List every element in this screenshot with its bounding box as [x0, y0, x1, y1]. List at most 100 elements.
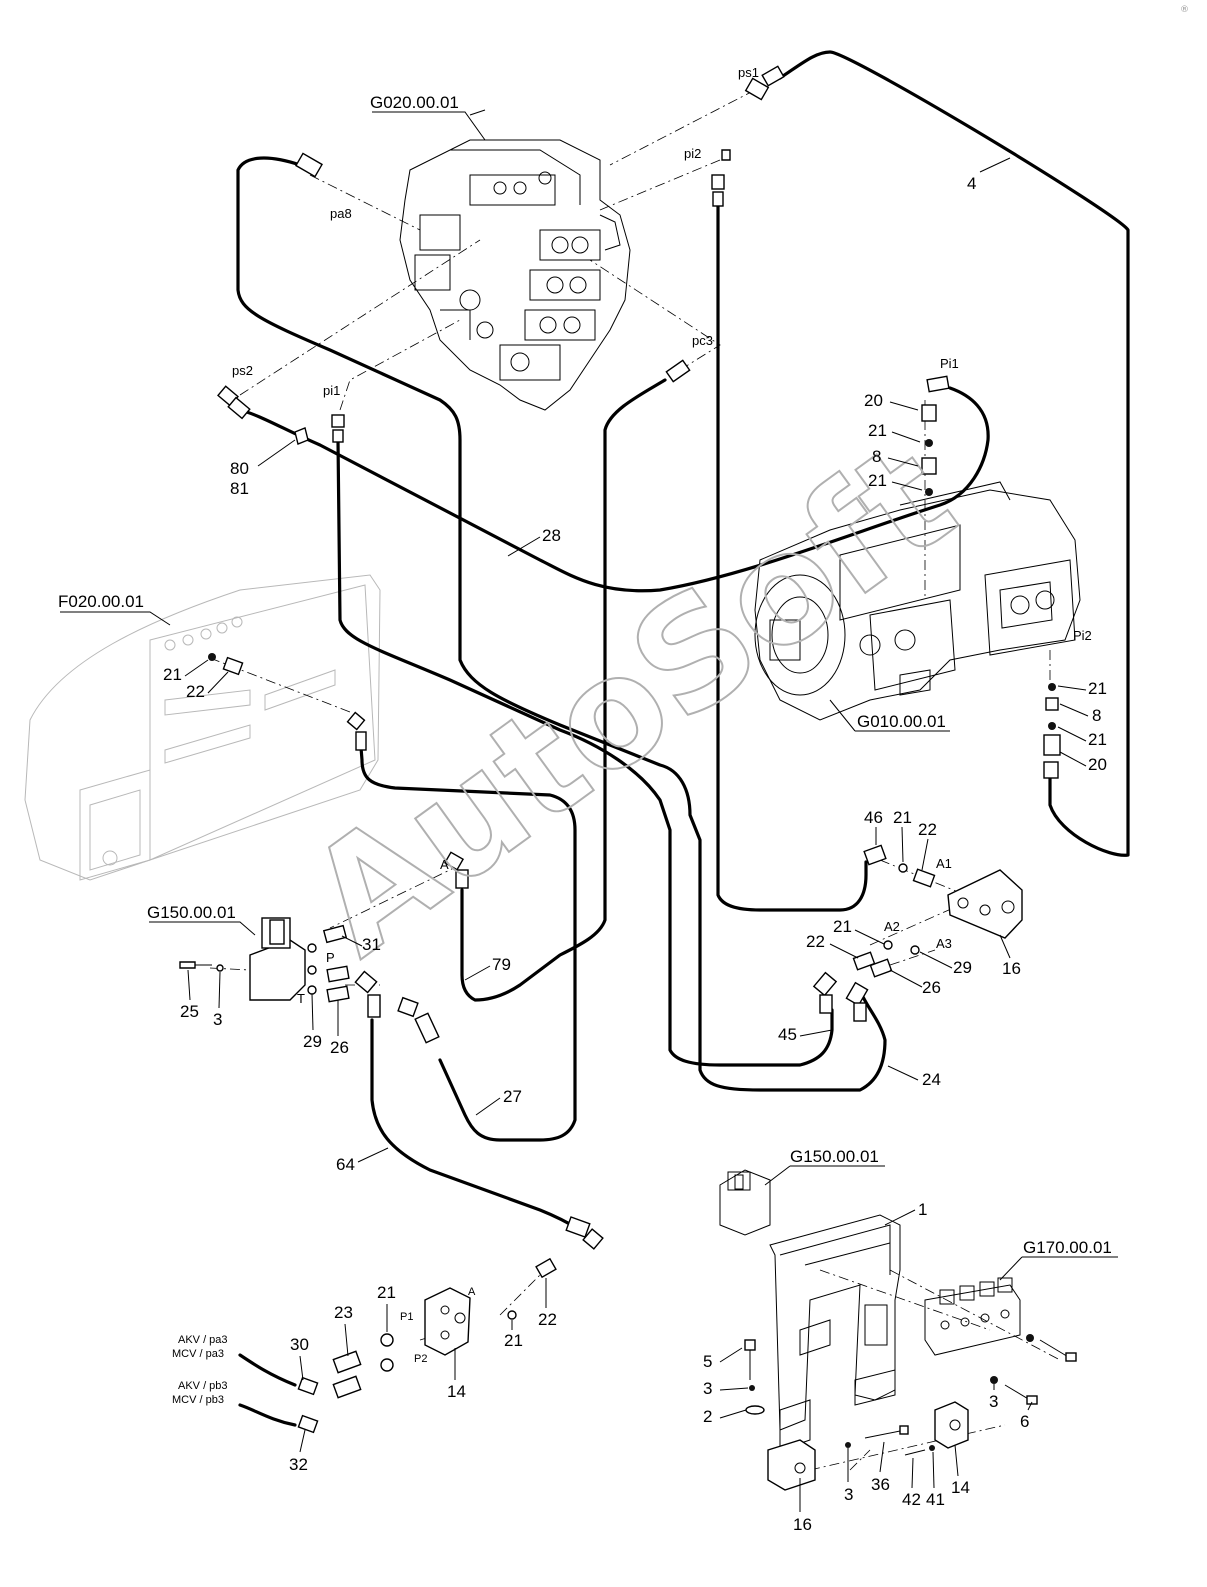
callout-23: 23	[334, 1303, 353, 1322]
group-ref-control-valve: G020.00.01	[370, 93, 459, 112]
group-references: G020.00.01 F020.00.01 G010.00.01 G150.00…	[58, 93, 1118, 1281]
hose-64	[370, 1018, 582, 1232]
port-A2: A2	[884, 919, 900, 934]
bracket-assembly	[719, 1169, 1077, 1491]
callout-22-a1: 22	[918, 820, 937, 839]
port-Pi2: Pi2	[1073, 628, 1092, 643]
port-pi1: pi1	[323, 383, 340, 398]
port-ps1: ps1	[738, 65, 759, 80]
port-T: T	[297, 991, 305, 1006]
callout-4: 4	[967, 174, 976, 193]
callout-22-frame: 22	[186, 682, 205, 701]
hose-30	[238, 1353, 297, 1387]
hose-28	[238, 386, 990, 593]
watermark-text: AutoSoft	[279, 410, 985, 989]
callout-22-block: 22	[538, 1310, 557, 1329]
callout-21-top-b: 21	[868, 471, 887, 490]
callout-79: 79	[492, 955, 511, 974]
callout-3-bracket-b: 3	[989, 1392, 998, 1411]
callout-28: 28	[542, 526, 561, 545]
callout-21-a1: 21	[893, 808, 912, 827]
port-A1: A1	[936, 856, 952, 871]
port-A-top: A	[440, 857, 449, 872]
callout-16-top: 16	[1002, 959, 1021, 978]
port-P1: P1	[400, 1311, 413, 1323]
group-ref-pump: G010.00.01	[857, 712, 946, 731]
callout-21-block-b: 21	[504, 1331, 523, 1350]
group-ref-solenoid-left: G150.00.01	[147, 903, 236, 922]
callout-21-block: 21	[377, 1283, 396, 1302]
port-pa8: pa8	[330, 206, 352, 221]
hose-pa8-loop	[236, 156, 887, 1092]
callout-21-top: 21	[868, 421, 887, 440]
callout-30: 30	[290, 1335, 309, 1354]
callout-80: 80	[230, 459, 249, 478]
callout-36: 36	[871, 1475, 890, 1494]
callout-29-a3: 29	[953, 958, 972, 977]
callout-20-pi2: 20	[1088, 755, 1107, 774]
hose-27	[358, 733, 577, 1142]
callout-27: 27	[503, 1087, 522, 1106]
port-P2: P2	[414, 1353, 427, 1365]
callout-6: 6	[1020, 1412, 1029, 1431]
port-labels: ps1 pi2 pa8 ps2 pi1 pc3 Pi1 Pi2 A1 A2 A3…	[172, 65, 1092, 1406]
callout-42: 42	[902, 1490, 921, 1509]
callout-20-top: 20	[864, 391, 883, 410]
callout-29-left: 29	[303, 1032, 322, 1051]
callout-14-left: 14	[447, 1382, 466, 1401]
port-pc3: pc3	[692, 333, 713, 348]
callout-41: 41	[926, 1490, 945, 1509]
callout-16-bottom: 16	[793, 1515, 812, 1534]
port-mcv-pa3: MCV / pa3	[172, 1348, 224, 1360]
callout-3-bottom: 3	[844, 1485, 853, 1504]
hose-pi2	[716, 203, 868, 912]
callouts: 4 20 21 8 21 80 81 28 21 22 21 8 21 20 4…	[163, 157, 1107, 1534]
watermark-symbol: ®	[1180, 5, 1189, 15]
callout-21-a2: 21	[833, 917, 852, 936]
callout-3-bracket-a: 3	[703, 1379, 712, 1398]
port-Pi1: Pi1	[940, 356, 959, 371]
callout-31: 31	[362, 935, 381, 954]
callout-21-frame: 21	[163, 665, 182, 684]
fittings	[179, 65, 1061, 1434]
pump-illustration	[754, 481, 1081, 721]
callout-81: 81	[230, 479, 249, 498]
port-A3: A3	[936, 936, 952, 951]
port-ps2: ps2	[232, 363, 253, 378]
hose-4	[778, 50, 1130, 857]
callout-14-right: 14	[951, 1478, 970, 1497]
callout-1: 1	[918, 1200, 927, 1219]
group-ref-frame: F020.00.01	[58, 592, 144, 611]
callout-32: 32	[289, 1455, 308, 1474]
callout-21-pi2a: 21	[1088, 679, 1107, 698]
port-mcv-pb3: MCV / pb3	[172, 1394, 224, 1406]
callout-64: 64	[336, 1155, 355, 1174]
callout-26-left: 26	[330, 1038, 349, 1057]
port-A-block: A	[468, 1286, 476, 1298]
port-akv-pb3: AKV / pb3	[178, 1380, 228, 1392]
callout-21-pi2b: 21	[1088, 730, 1107, 749]
callout-2: 2	[703, 1407, 712, 1426]
callout-46: 46	[864, 808, 883, 827]
watermark: AutoSoft ®	[278, 5, 1189, 990]
group-ref-valve-block: G170.00.01	[1023, 1238, 1112, 1257]
callout-45: 45	[778, 1025, 797, 1044]
frame-illustration	[24, 574, 381, 881]
control-valve-illustration	[399, 109, 631, 411]
hose-pc3	[460, 378, 667, 1002]
callout-3-left: 3	[213, 1010, 222, 1029]
callout-24: 24	[922, 1070, 941, 1089]
port-P: P	[326, 950, 335, 965]
callout-8-pi2: 8	[1092, 706, 1101, 725]
port-akv-pa3: AKV / pa3	[178, 1334, 228, 1346]
group-ref-solenoid-right: G150.00.01	[790, 1147, 879, 1166]
callout-25: 25	[180, 1002, 199, 1021]
hose-pi1	[336, 438, 834, 1067]
port-pi2: pi2	[684, 146, 701, 161]
hose-lines	[236, 50, 1130, 1427]
callout-8-top: 8	[872, 447, 881, 466]
callout-5: 5	[703, 1352, 712, 1371]
callout-22-a2: 22	[806, 932, 825, 951]
callout-26-a3: 26	[922, 978, 941, 997]
